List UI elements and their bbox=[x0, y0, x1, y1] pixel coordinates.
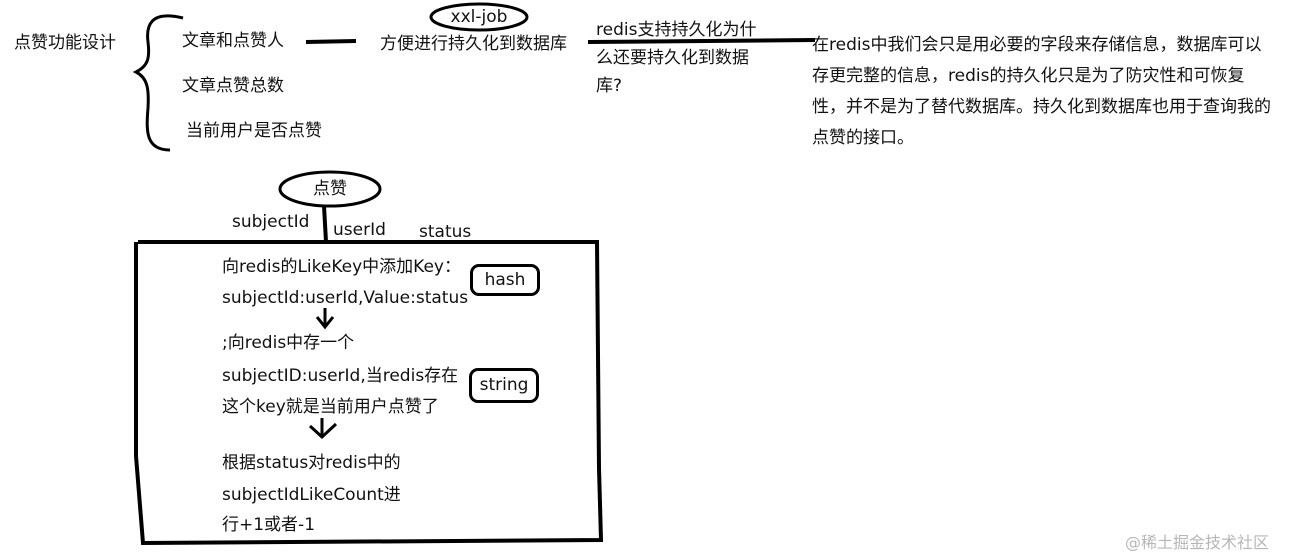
type-badge-hash: hash bbox=[470, 264, 540, 296]
connector-branch-persist bbox=[305, 39, 357, 44]
step1-line1: 向redis的LikeKey中添加Key： bbox=[222, 257, 461, 277]
type-badge-string: string bbox=[469, 368, 539, 403]
root-title: 点赞功能设计 bbox=[14, 33, 116, 53]
xxl-job-ellipse bbox=[429, 2, 529, 32]
step2-line3: 这个key就是当前用户点赞了 bbox=[222, 397, 439, 417]
connector-question-answer bbox=[587, 38, 816, 44]
like-label: 点赞 bbox=[313, 179, 347, 199]
arrow-down-2 bbox=[308, 418, 338, 440]
step2-line2: subjectID:userId,当redis存在 bbox=[222, 366, 459, 386]
branch-article-liker: 文章和点赞人 bbox=[182, 31, 284, 51]
step2-line1: ;向redis中存一个 bbox=[222, 333, 355, 353]
persist-answer: 在redis中我们会只是用必要的字段来存储信息，数据库可以存更完整的信息，red… bbox=[812, 35, 1271, 148]
step1-line2: subjectId:userId,Value:status bbox=[222, 288, 469, 308]
param-status: status bbox=[419, 222, 472, 242]
watermark: @稀土掘金技术社区 bbox=[1125, 533, 1270, 552]
step3-line2: subjectIdLikeCount进 bbox=[222, 485, 401, 505]
process-box bbox=[134, 240, 604, 546]
like-ellipse bbox=[278, 170, 382, 208]
branch-user-liked: 当前用户是否点赞 bbox=[186, 121, 322, 141]
param-subject-id: subjectId bbox=[232, 212, 310, 232]
step3-line3: 行+1或者-1 bbox=[222, 515, 316, 535]
brace bbox=[132, 14, 184, 152]
persist-question: redis支持持久化为什么还要持久化到数据库? bbox=[596, 20, 757, 96]
connector-like-box bbox=[322, 205, 328, 243]
step3-line1: 根据status对redis中的 bbox=[222, 453, 401, 473]
persist-label: 方便进行持久化到数据库 bbox=[380, 34, 567, 54]
arrow-down-1 bbox=[315, 308, 335, 330]
param-user-id: userId bbox=[333, 220, 386, 240]
branch-like-count: 文章点赞总数 bbox=[182, 76, 284, 96]
xxl-job-label: xxl-job bbox=[450, 7, 508, 27]
